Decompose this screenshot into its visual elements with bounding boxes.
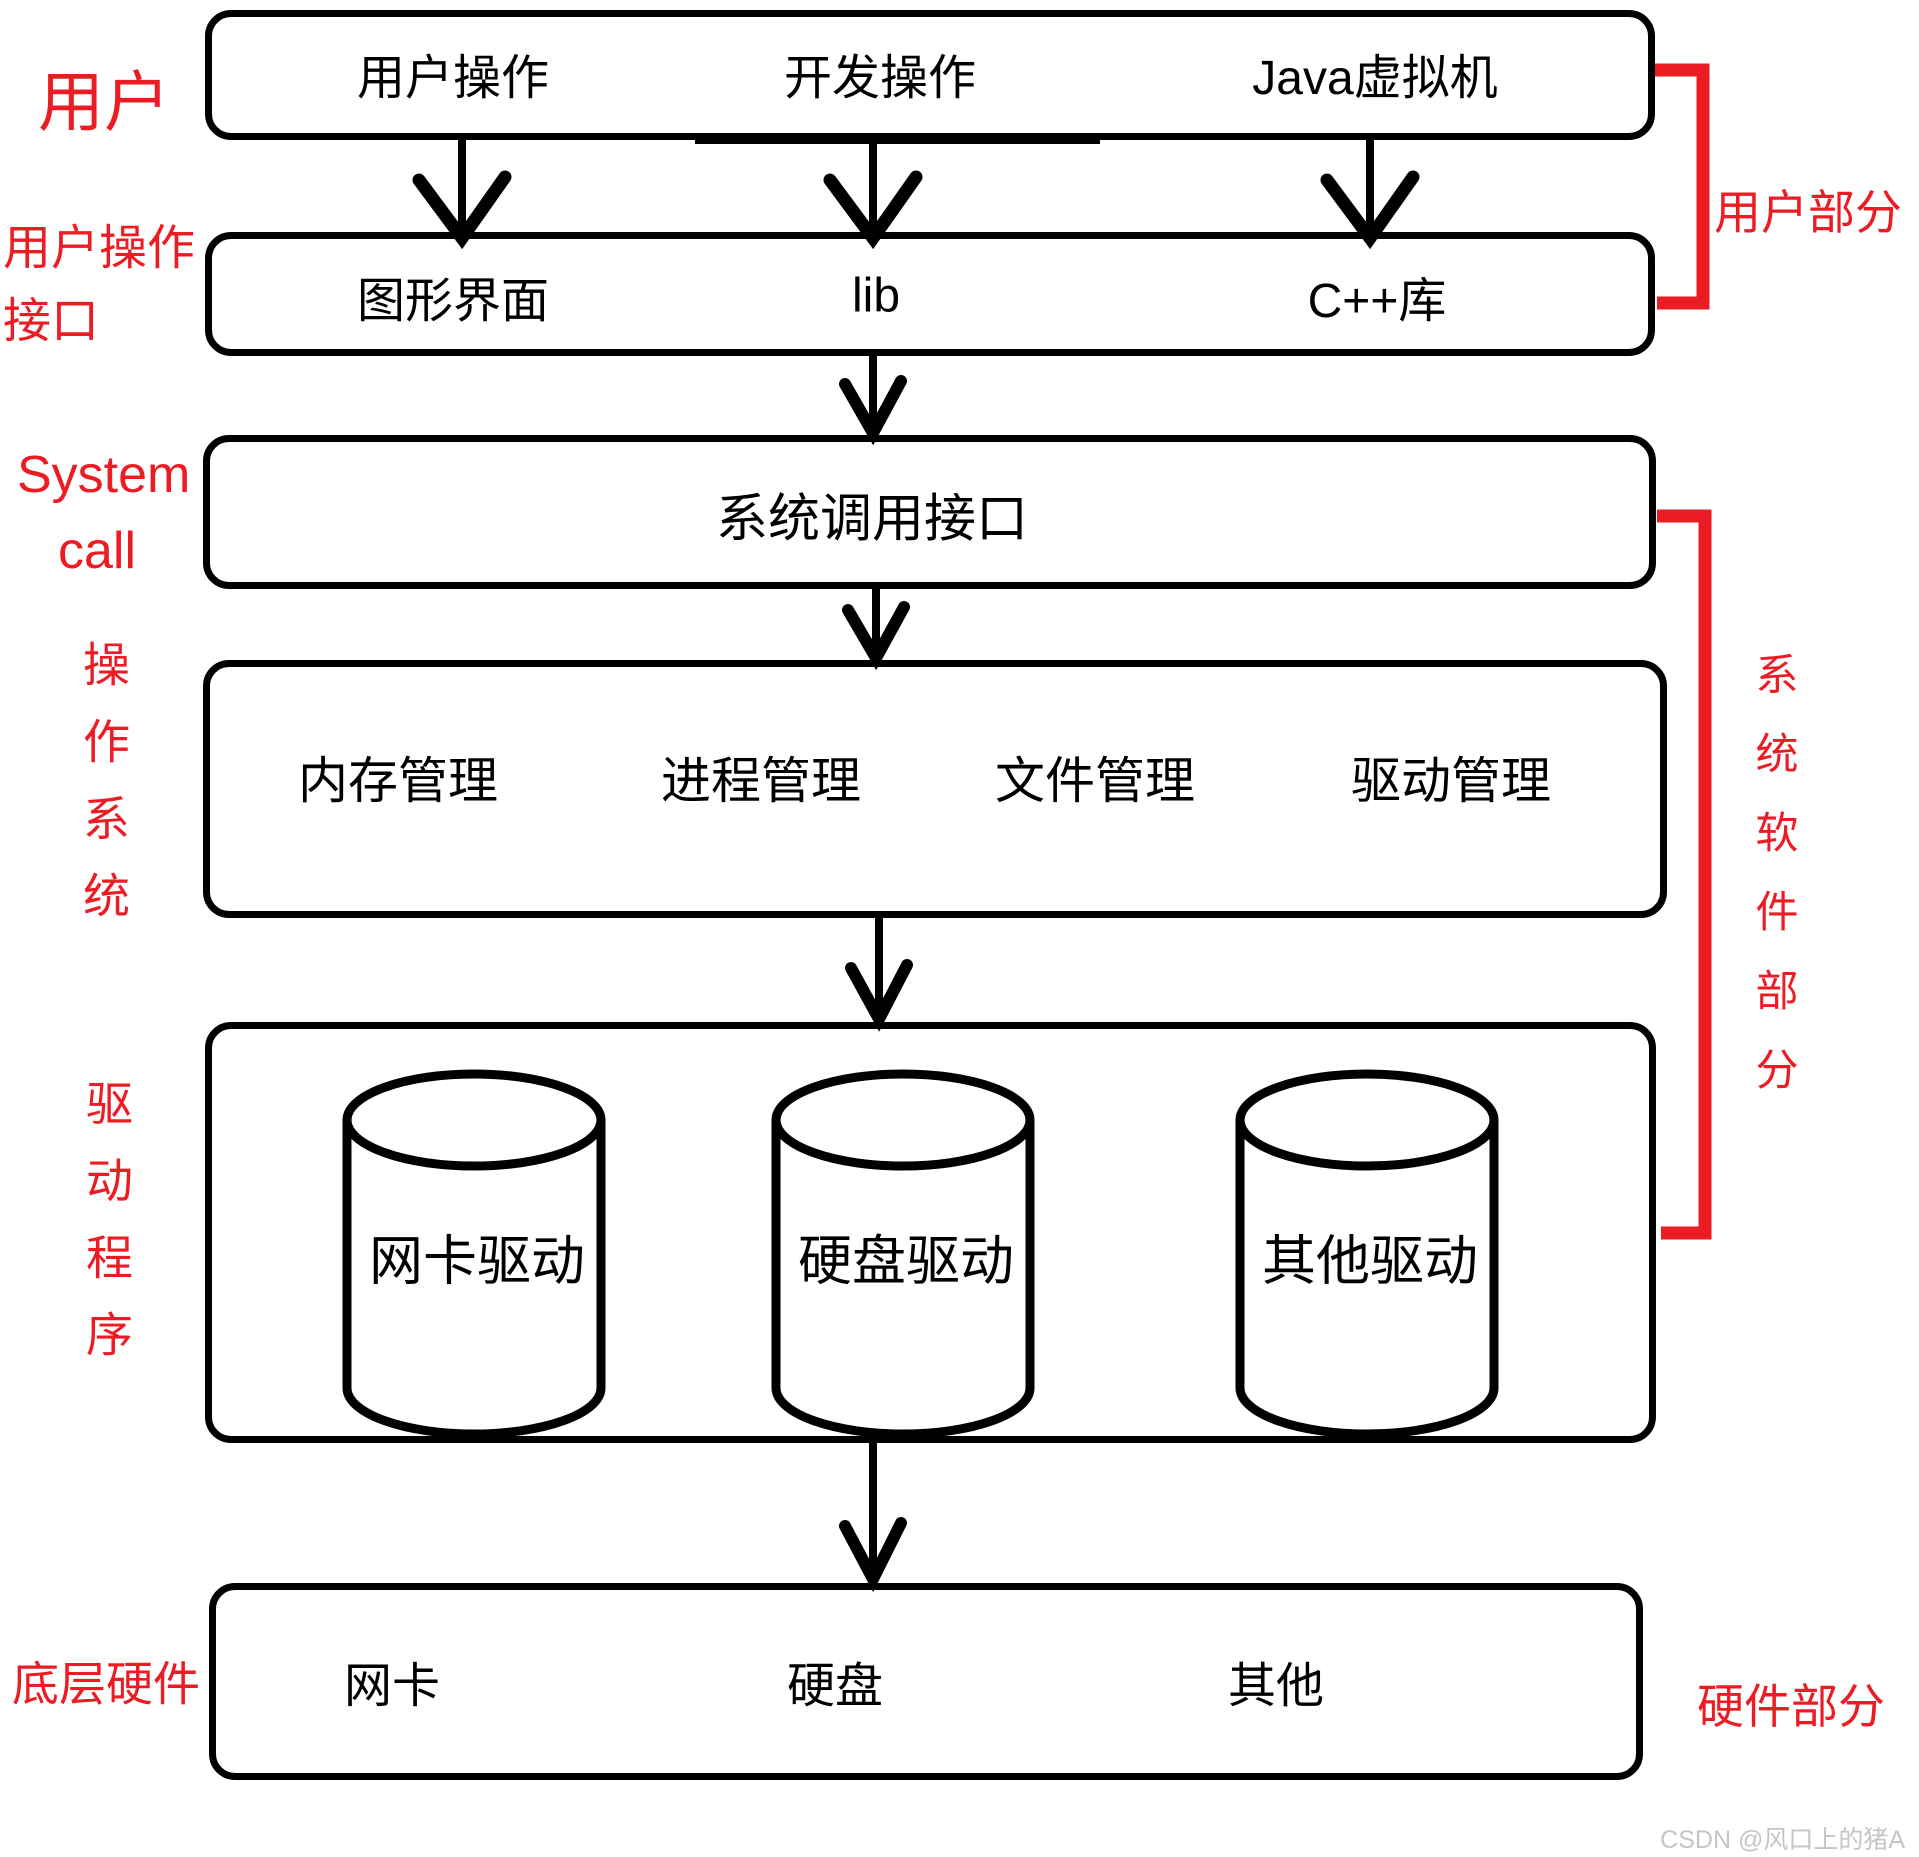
cylinder-label-nic-driver: 网卡驱动 — [369, 1231, 585, 1292]
bracket-label-hardware-part: 硬件部分 — [1697, 1680, 1885, 1733]
hardware-layer-item-nic: 网卡 — [343, 1660, 441, 1713]
arrow-jvm-to-cpp — [1320, 136, 1420, 250]
bracket-user-part — [1652, 63, 1710, 310]
side-label-user-interface: 用户操作 接口 — [3, 212, 195, 358]
os-layer-item-driver-mgmt: 驱动管理 — [1351, 753, 1551, 809]
box-os-layer — [203, 660, 1667, 918]
interface-layer-item-cpp-lib: C++库 — [1307, 275, 1447, 328]
syscall-layer-title: 系统调用接口 — [715, 490, 1029, 549]
cylinder-label-other-driver: 其他驱动 — [1262, 1231, 1478, 1292]
box-user-layer — [205, 10, 1655, 140]
arrow-os-to-drivers — [845, 914, 913, 1032]
os-layer-item-process: 进程管理 — [661, 753, 861, 809]
cylinder-other-driver — [1235, 1069, 1499, 1439]
box-hardware-layer — [209, 1583, 1643, 1780]
box-driver-layer — [205, 1022, 1656, 1443]
arrow-dev-to-lib — [823, 136, 923, 250]
bracket-label-user-part: 用户部分 — [1714, 186, 1902, 239]
hardware-layer-item-other: 其他 — [1227, 1660, 1325, 1713]
os-layer-item-file: 文件管理 — [995, 753, 1195, 809]
user-layer-item-jvm: Java虚拟机 — [1252, 52, 1498, 105]
arrow-syscall-to-os — [842, 585, 910, 671]
side-label-user-interface-line2: 接口 — [3, 295, 100, 348]
user-layer-item-user-ops: 用户操作 — [356, 52, 550, 105]
bracket-system-software-part — [1657, 509, 1712, 1240]
cylinder-disk-driver — [771, 1069, 1035, 1439]
cylinder-nic-driver — [342, 1069, 606, 1439]
side-label-system-call-line2: call — [57, 522, 137, 580]
side-label-user-interface-line1: 用户操作 — [3, 222, 196, 275]
hardware-layer-item-disk: 硬盘 — [786, 1660, 884, 1713]
user-layer-item-dev-ops: 开发操作 — [783, 52, 977, 105]
arrow-interface-to-syscall — [839, 352, 907, 446]
interface-layer-item-gui: 图形界面 — [356, 275, 550, 328]
cylinder-label-disk-driver: 硬盘驱动 — [798, 1231, 1014, 1292]
side-label-hardware-bottom: 底层硬件 — [12, 1657, 200, 1711]
os-layer-item-memory: 内存管理 — [298, 753, 498, 809]
side-label-os-vertical: 操作系统 — [76, 640, 129, 948]
arrow-user-to-gui — [412, 136, 512, 250]
arrow-drivers-to-hardware — [839, 1439, 907, 1593]
side-label-driver-vertical: 驱动程序 — [79, 1079, 132, 1387]
bracket-label-system-software-part: 系统软件部分 — [1749, 652, 1797, 1126]
box-syscall-layer — [203, 435, 1656, 589]
side-label-system-call: System call — [17, 437, 191, 589]
interface-layer-item-lib: lib — [851, 269, 901, 323]
side-label-system-call-line1: System — [17, 446, 191, 504]
box-interface-layer — [205, 232, 1655, 356]
side-label-user: 用户 — [38, 65, 170, 139]
csdn-watermark: CSDN @风口上的猪A — [1660, 1826, 1905, 1854]
